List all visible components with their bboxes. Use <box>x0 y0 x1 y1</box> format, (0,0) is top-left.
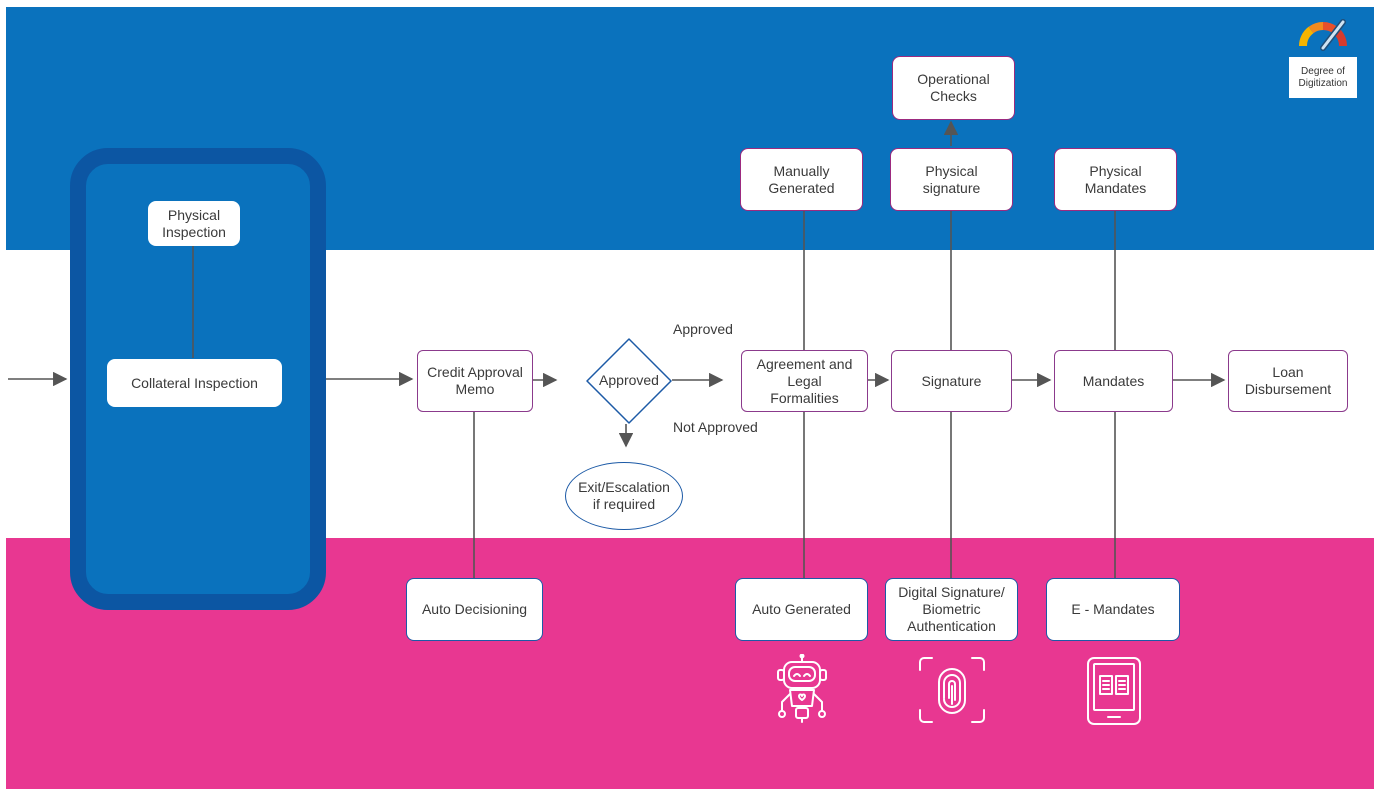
collateral-inspection-label: Collateral Inspection <box>131 374 258 391</box>
digital-signature-label: Digital Signature/ Biometric Authenticat… <box>898 584 1005 634</box>
e-reader-icon <box>1087 657 1141 725</box>
mandates-label: Mandates <box>1082 372 1145 389</box>
credit-memo-box: Credit Approval Memo <box>417 350 533 412</box>
operational-checks-box: Operational Checks <box>892 56 1015 120</box>
auto-generated-label: Auto Generated <box>752 601 851 617</box>
physical-mandates-label: Physical Mandates <box>1084 162 1147 196</box>
physical-mandates-box: Physical Mandates <box>1054 148 1177 211</box>
digital-signature-box: Digital Signature/ Biometric Authenticat… <box>885 578 1018 641</box>
auto-decisioning-label: Auto Decisioning <box>421 601 528 617</box>
approval-decision-diamond <box>586 338 672 424</box>
agreement-label: Agreement and Legal Formalities <box>756 355 853 406</box>
loan-disbursement-label: Loan Disbursement <box>1244 364 1332 397</box>
manually-generated-box: Manually Generated <box>740 148 863 211</box>
degree-of-digitization-badge: Degree of Digitization <box>1289 12 1357 98</box>
exit-escalation-node: Exit/Escalation if required <box>565 462 683 530</box>
physical-inspection-box: Physical Inspection <box>148 201 240 246</box>
approved-path-label: Approved <box>673 321 733 337</box>
auto-generated-box: Auto Generated <box>735 578 868 641</box>
agreement-box: Agreement and Legal Formalities <box>741 350 868 412</box>
e-mandates-box: E - Mandates <box>1046 578 1180 641</box>
auto-decisioning-box: Auto Decisioning <box>406 578 543 641</box>
loan-disbursement-box: Loan Disbursement <box>1228 350 1348 412</box>
manually-generated-label: Manually Generated <box>768 162 835 196</box>
degree-of-digitization-label: Degree of Digitization <box>1289 57 1357 98</box>
physical-signature-label: Physical signature <box>922 162 981 196</box>
signature-box: Signature <box>891 350 1012 412</box>
physical-signature-box: Physical signature <box>890 148 1013 211</box>
collateral-inspection-box: Collateral Inspection <box>107 359 282 407</box>
fingerprint-icon <box>919 657 985 723</box>
physical-inspection-label: Physical Inspection <box>162 206 226 240</box>
robot-icon <box>777 654 827 723</box>
exit-escalation-label: Exit/Escalation if required <box>578 479 670 512</box>
signature-label: Signature <box>921 372 982 389</box>
mandates-box: Mandates <box>1054 350 1173 412</box>
gauge-icon <box>1299 19 1347 51</box>
operational-checks-label: Operational Checks <box>917 71 990 104</box>
decision-label: Approved <box>599 372 659 388</box>
e-mandates-label: E - Mandates <box>1071 601 1155 617</box>
not-approved-path-label: Not Approved <box>673 419 758 435</box>
credit-memo-label: Credit Approval Memo <box>427 364 523 397</box>
